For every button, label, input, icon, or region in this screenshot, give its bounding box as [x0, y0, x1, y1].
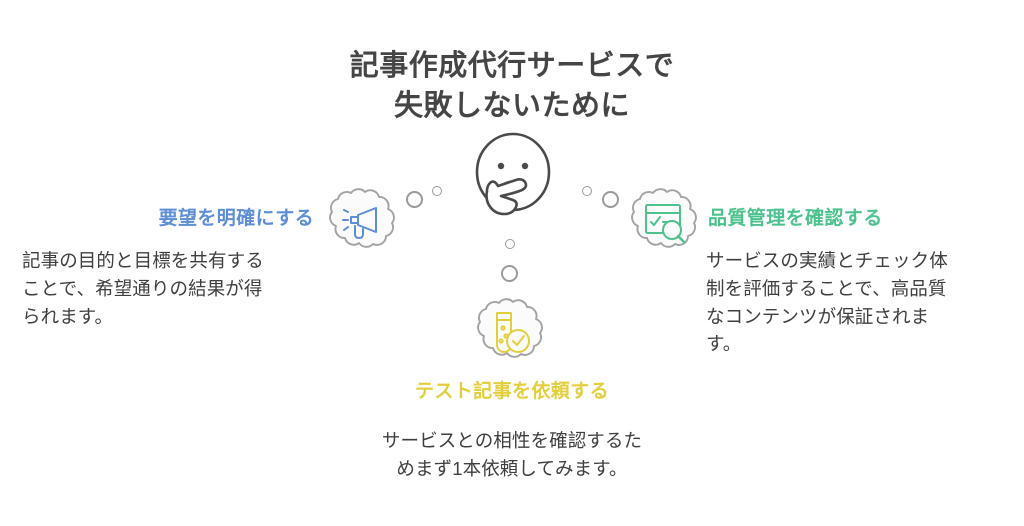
test-tube-check-icon	[474, 296, 546, 368]
thought-bubble-large	[501, 265, 518, 282]
point-left-body: 記事の目的と目標を共有する ことで、希望通りの結果が得 られます。	[22, 250, 264, 327]
point-right-heading: 品質管理を確認する	[708, 208, 883, 229]
thought-bubble-large	[602, 191, 619, 208]
thought-bubble-large	[406, 191, 423, 208]
page-title: 記事作成代行サービスで 失敗しないために	[349, 50, 675, 123]
browser-check-search-icon	[628, 186, 700, 258]
thought-bubble-small	[432, 186, 442, 196]
megaphone-icon	[326, 186, 398, 258]
point-right-body: サービスの実績とチェック体 制を評価することで、高品質 なコンテンツが保証されま…	[706, 250, 948, 355]
point-bottom-body: サービスとの相性を確認するた めまず1本依頼してみます。	[381, 430, 643, 479]
thought-bubble-small	[582, 186, 592, 196]
thinking-face-icon	[470, 131, 556, 231]
thought-bubble-small	[505, 239, 515, 249]
point-bottom-heading: テスト記事を依頼する	[414, 381, 609, 402]
point-left-heading: 要望を明確にする	[158, 208, 314, 229]
